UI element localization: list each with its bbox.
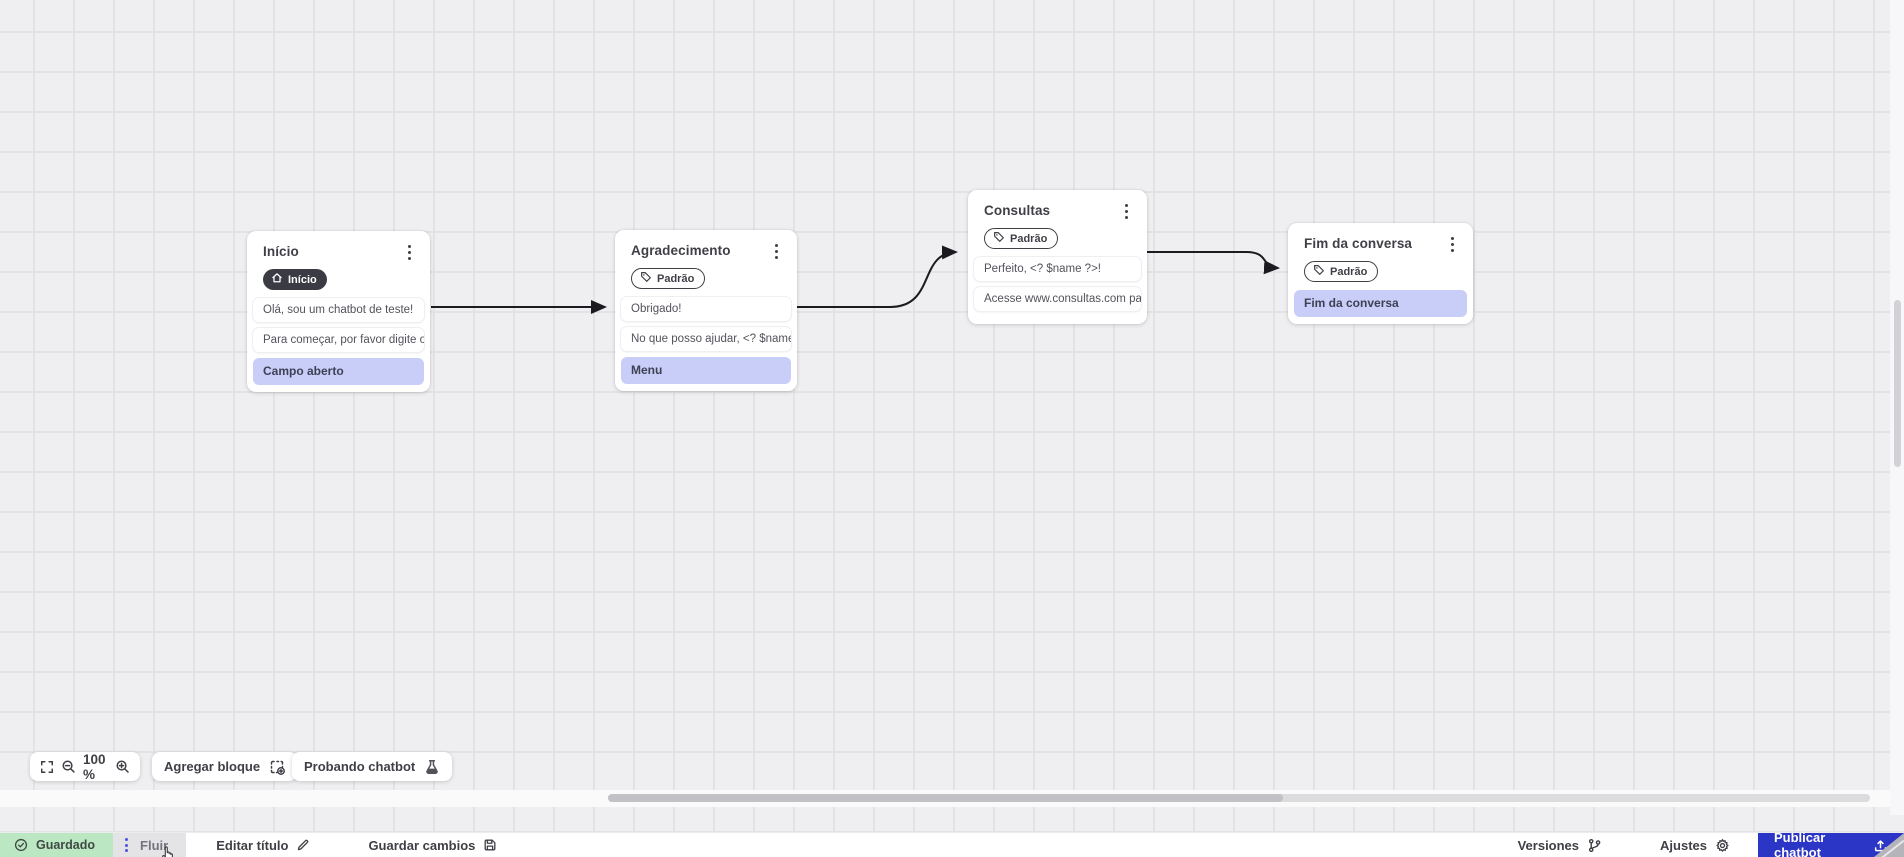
horizontal-scrollbar-thumb[interactable] (608, 794, 1283, 802)
node-header: Agradecimento (615, 242, 797, 261)
publish-label: Publicar chatbot (1774, 833, 1826, 857)
versions-label: Versiones (1517, 837, 1580, 853)
badge-label: Padrão (1010, 232, 1048, 245)
node-message[interactable]: Olá, sou um chatbot de teste! (253, 298, 424, 322)
git-branch-icon (1587, 838, 1602, 853)
node-menu-icon[interactable] (1122, 202, 1131, 221)
node-header: Consultas (968, 202, 1147, 221)
badge-label: Padrão (657, 272, 695, 285)
node-action-item[interactable]: Fim da conversa (1294, 290, 1467, 317)
pencil-icon (296, 838, 310, 852)
node-items: Olá, sou um chatbot de teste! Para começ… (247, 290, 430, 385)
tag-icon (993, 231, 1005, 246)
vertical-scrollbar (1890, 0, 1904, 815)
node-title: Fim da conversa (1304, 236, 1413, 251)
tag-icon (640, 271, 652, 286)
node-menu-icon[interactable] (1448, 235, 1457, 254)
node-type-badge: Padrão (1304, 261, 1379, 282)
node-title: Consultas (984, 203, 1051, 218)
flask-icon (424, 759, 440, 775)
node-action-item[interactable]: Menu (621, 357, 791, 384)
save-changes-label: Guardar cambios (368, 837, 476, 853)
fullscreen-icon[interactable] (40, 760, 54, 774)
node-message[interactable]: No que posso ajudar, <? $name ... (621, 327, 791, 351)
saved-label: Guardado (36, 838, 96, 852)
badge-label: Padrão (1330, 265, 1368, 278)
node-message[interactable]: Acesse www.consultas.com par... (974, 287, 1141, 311)
settings-button[interactable]: Ajustes (1660, 833, 1730, 857)
node-header: Início (247, 243, 430, 262)
node-type-badge: Início (263, 269, 327, 290)
node-items: Perfeito, <? $name ?>! Acesse www.consul… (968, 249, 1147, 311)
edit-title-label: Editar título (216, 837, 289, 853)
home-icon (271, 272, 283, 287)
node-type-badge: Padrão (984, 228, 1059, 249)
check-circle-icon (14, 838, 28, 852)
status-bar-right: Versiones Ajustes Publicar chatbot (1518, 833, 1904, 857)
test-chatbot-button[interactable]: Probando chatbot (292, 752, 453, 781)
zoom-toolbar: 100 % (30, 751, 140, 782)
edit-title-button[interactable]: Editar título (216, 833, 310, 857)
status-bar: Guardado Fluir Editar título Guardar cam… (0, 832, 1904, 857)
node-menu-icon[interactable] (772, 242, 781, 261)
horizontal-scrollbar-track[interactable] (608, 794, 1870, 802)
save-changes-button[interactable]: Guardar cambios (368, 833, 497, 857)
add-block-icon (269, 759, 286, 775)
tag-icon (1313, 264, 1325, 279)
node-title: Início (263, 244, 299, 259)
flow-node-consultas[interactable]: Consultas Padrão Perfeito, <? $name ?>! … (968, 190, 1147, 324)
node-title: Agradecimento (631, 243, 731, 258)
save-icon (483, 838, 497, 852)
wire-agradecimento-consultas (797, 245, 958, 308)
zoom-out-icon[interactable] (61, 759, 76, 774)
node-header: Fim da conversa (1288, 235, 1473, 254)
add-block-button[interactable]: Agregar bloque (152, 752, 298, 781)
tab-flow[interactable]: Fluir (113, 833, 187, 857)
versions-button[interactable]: Versiones (1518, 833, 1602, 857)
publish-chatbot-button[interactable]: Publicar chatbot (1758, 833, 1904, 857)
drag-handle-icon[interactable] (125, 838, 129, 852)
zoom-level: 100 % (83, 751, 106, 782)
badge-label: Início (288, 273, 317, 286)
flow-tab-label: Fluir (140, 837, 169, 853)
flow-node-agradecimento[interactable]: Agradecimento Padrão Obrigado! No que po… (615, 230, 797, 391)
settings-label: Ajustes (1660, 837, 1707, 853)
node-items: Fim da conversa (1288, 282, 1473, 317)
node-message[interactable]: Obrigado! (621, 297, 791, 321)
node-message[interactable]: Perfeito, <? $name ?>! (974, 257, 1141, 281)
test-chatbot-label: Probando chatbot (304, 759, 416, 774)
node-menu-icon[interactable] (405, 243, 414, 262)
saved-status-badge: Guardado (0, 833, 114, 857)
connection-wires (431, 245, 1280, 314)
vertical-scrollbar-thumb[interactable] (1894, 300, 1901, 467)
wire-consultas-fim (1147, 251, 1280, 275)
horizontal-scrollbar (0, 790, 1904, 807)
gear-icon (1715, 838, 1730, 853)
zoom-in-icon[interactable] (115, 759, 130, 774)
node-action-item[interactable]: Campo aberto (253, 358, 424, 385)
node-type-badge: Padrão (631, 268, 706, 289)
node-message[interactable]: Para começar, por favor digite o ... (253, 328, 424, 352)
add-block-label: Agregar bloque (164, 759, 261, 774)
flow-node-fim[interactable]: Fim da conversa Padrão Fim da conversa (1288, 223, 1473, 324)
flow-canvas[interactable]: Início Início Olá, sou um chatbot de tes… (0, 0, 1904, 832)
node-items: Obrigado! No que posso ajudar, <? $name … (615, 289, 797, 384)
flow-node-inicio[interactable]: Início Início Olá, sou um chatbot de tes… (247, 231, 430, 392)
